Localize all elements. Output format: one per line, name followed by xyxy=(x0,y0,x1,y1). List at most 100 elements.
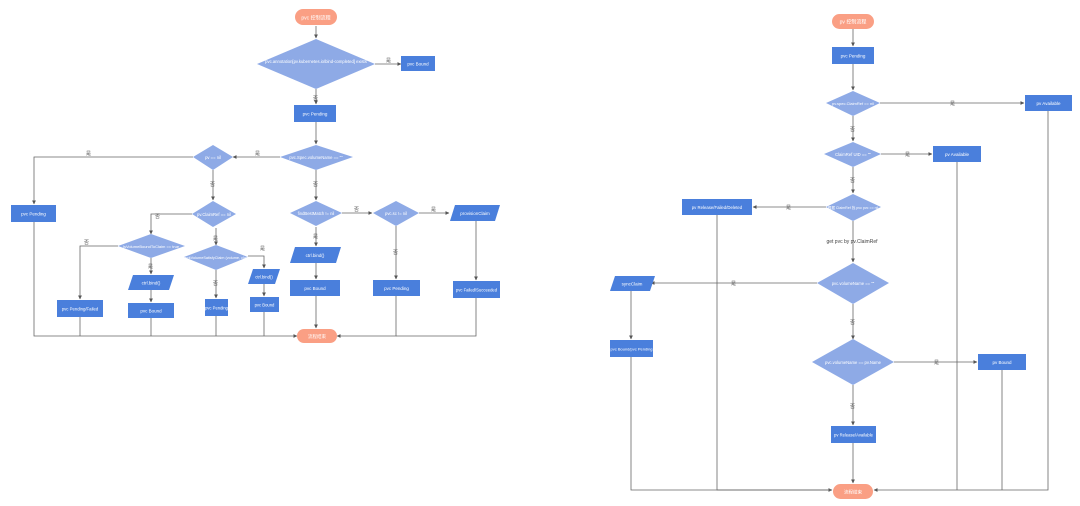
ctrl-bind-3-label: ctrl.bind() xyxy=(306,253,325,258)
pvc-pending-box-1 xyxy=(294,105,336,122)
find-best-match-label: findBestMatch != nil xyxy=(298,211,335,216)
edge-label-yes: 是 xyxy=(431,207,436,213)
right-flow-edge-labels: 是 否 是 否 是 是 否 是 否 xyxy=(731,101,955,410)
ctrl-bind-1-io xyxy=(128,275,174,290)
edge-label-no: 否 xyxy=(313,182,318,188)
pvc-bound-c-label: pvc Bound xyxy=(304,286,326,291)
pvc-failed-succeeded-label: pvc Failed/Succeeded xyxy=(456,288,498,293)
check-volume-satisfy-label: checkVolumeSatisfyClaim (volume, claim) xyxy=(181,256,252,260)
pvc-pending-failed-label: pvc Pending/Failed xyxy=(62,307,99,312)
edge-label-yes: 是 xyxy=(86,151,91,157)
left-flow-edge-labels: 是 否 是 是 否 否 否 是 是 否 是 否 是 否 否 是 xyxy=(84,58,436,287)
volume-bound-label: IsVolumeBoundToClaim == true xyxy=(123,244,180,249)
check-volume-satisfy-decision xyxy=(184,245,248,270)
edge-label-no: 否 xyxy=(354,207,359,213)
bind-annotation-label-line: pvc.annotation[pv.kubernetes.io/bind-com… xyxy=(265,59,367,64)
find-best-match-decision xyxy=(290,201,342,226)
edge-label-yes: 是 xyxy=(260,246,265,252)
get-pvc-by-claimref-label: get pvc by pv.ClaimRef xyxy=(826,239,878,245)
bind-annotation-label: pvc.annotation[pv.kubernetes.io/bind-com… xyxy=(265,59,367,64)
edge-label-yes: 是 xyxy=(148,264,153,270)
left-start-terminal xyxy=(295,9,337,25)
edge-label-yes: 是 xyxy=(255,151,260,157)
edge-label-yes: 是 xyxy=(905,152,910,158)
claimref-nil-label: pv.ClaimRef == nil xyxy=(197,212,231,217)
edge-label-yes: 是 xyxy=(731,281,736,287)
edge-label-yes: 是 xyxy=(386,58,391,64)
pvc-bound-top-box xyxy=(401,56,435,71)
right-claimref-nil-decision xyxy=(826,91,880,116)
pvc-bound-a-box xyxy=(128,303,174,318)
volume-name-eq-label: pvc.volumeName == pv.Name xyxy=(825,360,882,365)
pvc-volume-name-empty-label: pvc.volumeName == "" xyxy=(832,281,875,286)
pv-bound-box xyxy=(978,354,1026,370)
volume-bound-label-line: IsVolumeBoundToClaim == true xyxy=(123,244,180,249)
claimref-find-pvc-label: 根据 ClaimRef 找 pvc pvc == nil xyxy=(828,205,879,210)
pvc-bound-b-label: pvc Bound xyxy=(255,303,275,308)
volume-name-label: pvc.Spec.volumeName == "" xyxy=(289,155,343,160)
pv-bound-label: pv Bound xyxy=(992,360,1012,365)
edge-label-no: 否 xyxy=(850,404,855,410)
pvc-pending-3-label: pvc Pending xyxy=(384,286,409,291)
edge-label-no: 否 xyxy=(850,127,855,133)
pvc-bound-pending-box xyxy=(610,340,653,357)
edge-label-no: 否 xyxy=(850,178,855,184)
edge-label-yes: 是 xyxy=(934,360,939,366)
pv-nil-decision xyxy=(193,145,233,170)
edge-label-yes: 是 xyxy=(950,101,955,107)
claimref-uid-decision xyxy=(824,142,881,167)
left-flow-nodes: pvc 控制流程 pvc.annotation[pv.kubernetes.io… xyxy=(11,9,500,343)
volume-name-decision xyxy=(280,145,353,170)
edge-label-no: 否 xyxy=(210,182,215,188)
ctrl-bind-1-label: ctrl.bind() xyxy=(142,281,161,286)
right-pvc-pending-box xyxy=(832,47,874,64)
right-claimref-nil-label: pv.spec.ClaimRef == nil xyxy=(832,101,874,106)
volume-name-eq-decision xyxy=(812,339,894,385)
pvc-bound-top-label: pvc Bound xyxy=(407,62,429,67)
pv-available-1-box xyxy=(1025,95,1072,111)
claimref-uid-label: ClaimRef UID == "" xyxy=(835,152,871,157)
pv-release-failed-deleted-box xyxy=(682,199,752,215)
right-end-terminal xyxy=(833,484,873,499)
pvc-pending-2-box xyxy=(205,299,228,316)
pvc-pending-failed-box xyxy=(57,300,103,317)
left-end-label: 流程结束 xyxy=(308,333,326,340)
edge-label-no: 否 xyxy=(850,320,855,326)
ctrl-bind-3-io xyxy=(290,247,341,263)
claimref-nil-decision xyxy=(192,201,236,227)
left-end-terminal xyxy=(297,329,337,343)
pv-available-1-label: pv Available xyxy=(1037,101,1061,106)
edge-label-no: 否 xyxy=(155,214,160,220)
ctrl-bind-2-io xyxy=(248,269,280,284)
pv-release-available-label: pv Release/Available xyxy=(834,433,874,438)
claimref-find-pvc-decision xyxy=(826,194,881,221)
pvc-sc-label: pvc.sc != nil xyxy=(385,211,407,216)
edge-label-no: 否 xyxy=(313,96,318,102)
sync-claim-io xyxy=(610,276,655,291)
pvc-bound-pending-label: pvc Bound/pvc Pending xyxy=(610,347,652,352)
pv-release-available-box xyxy=(831,426,876,443)
right-flow-nodes: pv 控制流程 pvc Pending pv.spec.ClaimRef == … xyxy=(610,14,1072,499)
pvc-bound-b-box xyxy=(250,297,279,312)
edge-label-yes: 是 xyxy=(786,205,791,211)
pv-nil-label: pv == nil xyxy=(205,155,221,160)
pvc-bound-a-label: pvc Bound xyxy=(140,309,162,314)
provision-claim-io xyxy=(450,205,500,221)
provision-claim-label: provisionClaim xyxy=(460,211,490,216)
pvc-pending-left-box xyxy=(11,205,56,222)
edge-label-no: 否 xyxy=(84,240,89,246)
pvc-pending-3-box xyxy=(373,280,420,296)
bind-annotation-decision xyxy=(257,39,375,89)
pv-available-2-label: pv Available xyxy=(945,152,969,157)
pvc-pending-2-label: pvc Pending xyxy=(205,306,229,311)
right-start-terminal xyxy=(832,14,874,29)
pvc-volume-name-empty-decision xyxy=(817,263,889,304)
volume-bound-decision xyxy=(118,234,185,258)
sync-claim-label: syncClaim xyxy=(622,282,643,287)
pvc-failed-succeeded-box xyxy=(453,281,500,298)
right-start-label: pv 控制流程 xyxy=(840,19,867,26)
edge-label-yes: 是 xyxy=(213,236,218,242)
pvc-pending-label-1: pvc Pending xyxy=(303,112,328,117)
pv-available-2-box xyxy=(933,146,981,162)
